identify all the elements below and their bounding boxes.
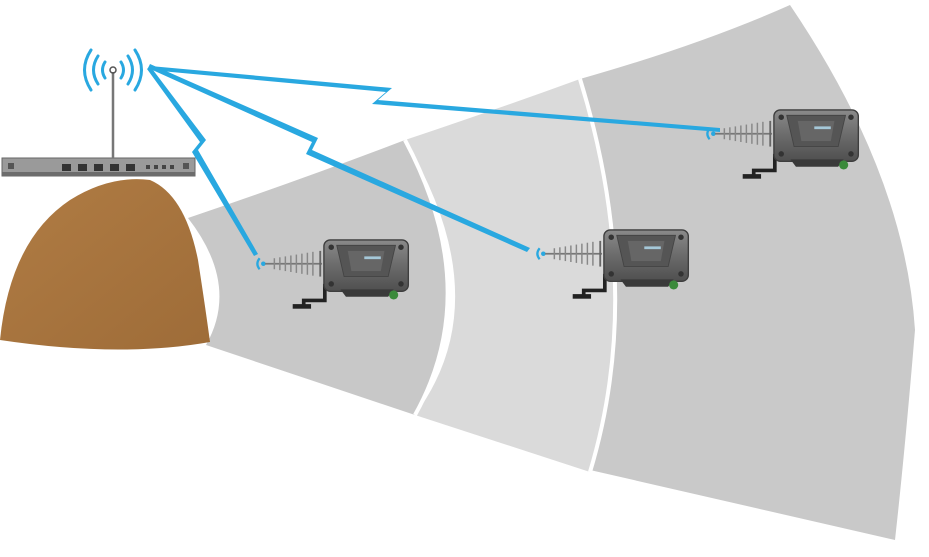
hill-mound [0,179,210,349]
